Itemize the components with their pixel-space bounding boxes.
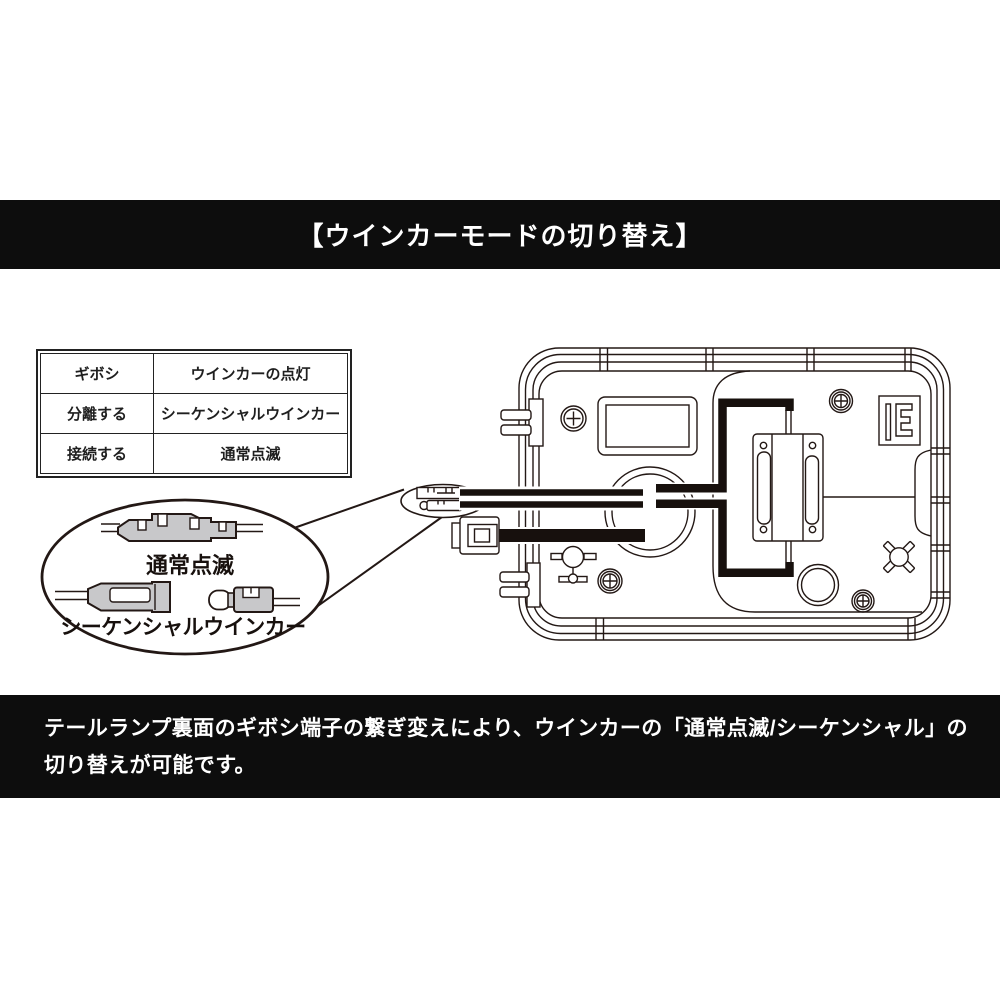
- aiming-stud: [550, 545, 597, 584]
- screw-icon-top-left: [560, 405, 587, 432]
- giboshi-separated-female: [55, 581, 171, 613]
- harness-hook-lower: [656, 499, 794, 577]
- lamp-inner-panel: [550, 370, 932, 613]
- socket-e-connector: [878, 395, 921, 446]
- footer-line-1: テールランプ裏面のギボシ端子の繋ぎ変えにより、ウインカーの「通常点滅/シーケンシ…: [44, 717, 968, 740]
- harness-plug: [451, 516, 500, 555]
- harness-hook-upper: [656, 398, 794, 493]
- table-cell-winker-state: ウインカーの点灯: [153, 354, 347, 393]
- tail-lamp-diagram: [40, 347, 951, 656]
- screw-icon-bottom-right: [851, 589, 875, 613]
- screw-icon-top-right: [828, 388, 854, 414]
- mounting-tab-lower: [499, 562, 541, 608]
- spec-table-grid: ギボシ ウインカーの点灯 分離する シーケンシャルウインカー 接続する 通常点滅: [40, 353, 348, 474]
- table-cell-separate: 分離する: [41, 393, 153, 433]
- connector-plate: [752, 410, 824, 562]
- mounting-tab-upper: [500, 398, 544, 447]
- page-title: 【ウインカーモードの切り替え】: [297, 221, 703, 251]
- footer-line-2: 切り替えが可能です。: [44, 754, 256, 777]
- wiring-harness: [459, 398, 794, 577]
- label-sequential-winker: シーケンシャルウインカー: [60, 616, 306, 639]
- screw-icon-bottom-left: [597, 568, 623, 594]
- table-cell-normal-blink: 通常点滅: [153, 433, 347, 473]
- footer-bar: テールランプ裏面のギボシ端子の繋ぎ変えにより、ウインカーの「通常点滅/シーケンシ…: [0, 695, 1000, 798]
- round-cap: [796, 563, 840, 607]
- lamp-window: [597, 396, 698, 456]
- bulb-socket-circle: [604, 466, 696, 558]
- table-cell-connect: 接続する: [41, 433, 153, 473]
- spec-table: ギボシ ウインカーの点灯 分離する シーケンシャルウインカー 接続する 通常点滅: [36, 349, 352, 478]
- giboshi-connected: [101, 513, 263, 542]
- cross-adjuster: [883, 541, 915, 573]
- label-normal-blink: 通常点滅: [145, 553, 234, 578]
- giboshi-separated-male: [208, 586, 300, 613]
- magnifier-ellipse: [40, 488, 443, 656]
- header-bar: 【ウインカーモードの切り替え】: [0, 200, 1000, 269]
- table-cell-giboshi: ギボシ: [74, 366, 120, 383]
- table-cell-sequential: シーケンシャルウインカー: [153, 393, 347, 433]
